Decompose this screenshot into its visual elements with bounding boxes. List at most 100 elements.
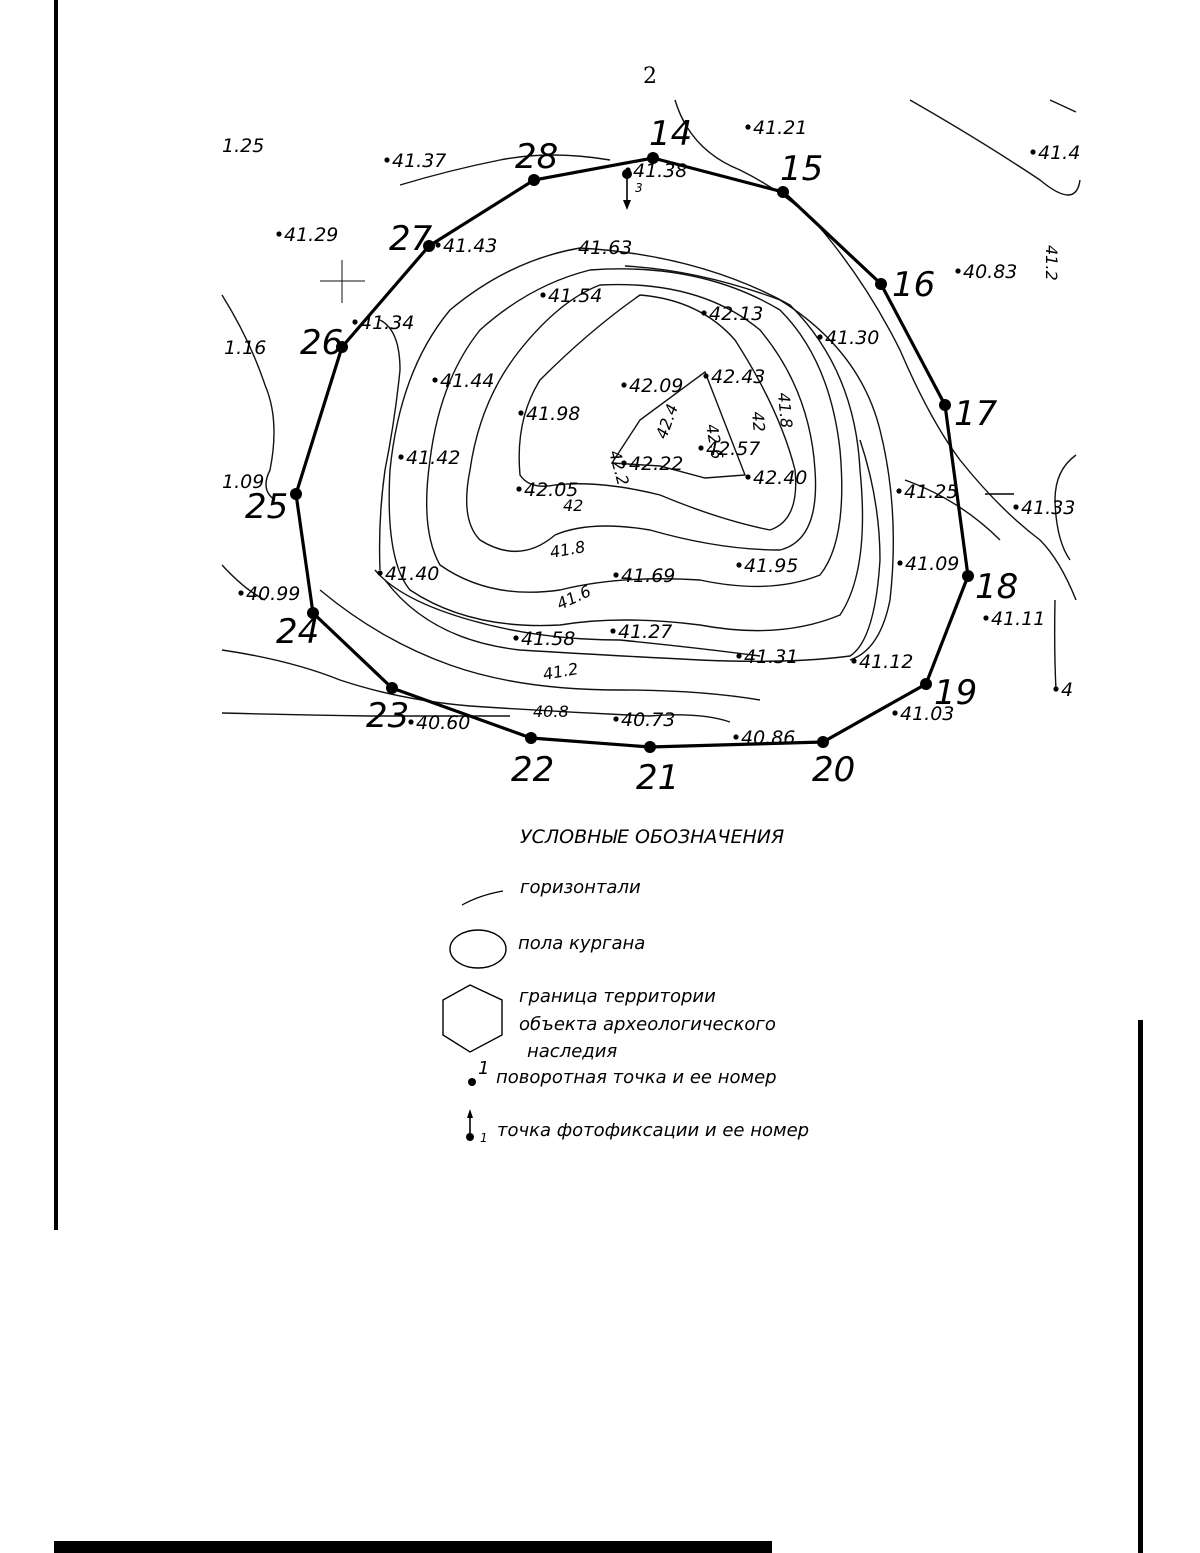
legend-mound: пола кургана [518,933,645,954]
contour-label: 41.2 [1042,245,1061,281]
spot-height-label: 41.43 [443,235,497,257]
turning-point-number: 28 [515,137,558,177]
spot-height-label: 41.63 [578,237,632,259]
spot-height-dot [701,310,707,316]
spot-height-label: 42.05 [524,479,578,501]
spot-height-label: 1.16 [224,337,266,359]
legend: УСЛОВНЫЕ ОБОЗНАЧЕНИЯ горизонтали пола ку… [442,826,809,1145]
turning-point-number: 25 [245,487,288,527]
turning-point-marker [939,399,951,411]
spot-height-label: 41.54 [548,285,602,307]
contour-line [425,268,843,593]
spot-height-label: 42.22 [629,453,683,475]
spot-height-label: 1.09 [222,471,264,493]
spot-height-label: 41.4 [1038,142,1080,164]
turning-point-marker [386,682,398,694]
bottom-scan-edge [54,1541,772,1553]
spot-height-dot [408,719,414,725]
turning-point-marker [647,152,659,164]
turning-point-number: 20 [812,750,855,790]
contour-symbol-icon [461,890,504,906]
heritage-boundary [294,156,970,749]
legend-photo: точка фотофиксации и ее номер [497,1120,809,1141]
turning-point-number: 24 [276,612,319,652]
spot-height-label: 40.83 [963,261,1017,283]
spot-height-label: 41.12 [859,651,913,673]
spot-height-label: 41.40 [385,563,439,585]
spot-height-dot [745,124,751,130]
spot-height-dot [384,157,390,163]
spot-height-dot [377,570,383,576]
contour-line [384,439,881,663]
turning-point-marker [777,186,789,198]
spot-height-label: 42.13 [709,303,763,325]
spot-height-dot [435,242,441,248]
spot-height-label: 41.34 [360,312,414,334]
spot-height-dot [238,590,244,596]
contour-line [674,99,1077,601]
contour-line [221,564,266,601]
contour-lines [221,99,1081,723]
spot-height-dot [955,268,961,274]
contour-line [518,294,797,531]
turning-point-marker [528,174,540,186]
photo-point-number: 3 [635,181,643,195]
turning-point-number: 27 [389,219,433,259]
legend-turning-num: 1 [478,1058,489,1079]
spot-height-label: 41.30 [825,327,879,349]
turning-point-number: 15 [780,149,823,189]
spot-height-dot [276,231,282,237]
contour-line [399,154,611,186]
contour-label: 42 [563,496,583,515]
spot-height-label: 40.60 [416,712,470,734]
spot-height-label: 1.25 [222,135,264,157]
spot-height-dot [540,292,546,298]
spot-height-label: 41.09 [905,553,959,575]
spot-height-dot [625,167,631,173]
spot-height-dot [352,319,358,325]
turning-point-number: 26 [300,323,343,363]
contour-label: 40.8 [533,702,569,721]
left-scan-edge [54,0,58,1230]
spot-height-dot [613,572,619,578]
legend-boundary-line3: наследия [527,1041,617,1062]
mound-symbol-icon [449,929,507,969]
turning-point-marker [875,278,887,290]
contour-line [388,247,864,632]
turning-point-marker [290,488,302,500]
spot-height-dot [516,486,522,492]
contour-line [221,649,731,723]
page-number: 2 [643,64,657,89]
turning-point-marker [525,732,537,744]
spot-height-dot [733,734,739,740]
turning-point-number: 14 [649,114,692,154]
spot-height-dot [613,716,619,722]
spot-height-label: 40.86 [741,727,795,749]
turning-point-symbol-icon [468,1078,476,1086]
legend-turning: поворотная точка и ее номер [496,1067,777,1088]
spot-height-dot [621,382,627,388]
spot-height-label: 41.29 [284,224,338,246]
spot-height-label: 41.21 [753,117,807,139]
turning-point-marker [307,607,319,619]
spot-height-dot [736,653,742,659]
spot-height-label: 41.25 [904,481,958,503]
spot-height-dot [1030,149,1036,155]
turning-point-marker [336,341,348,353]
contour-label: 41.2 [541,659,579,684]
spot-height-dot [983,615,989,621]
spot-height-label: 41.42 [406,447,460,469]
turning-point-number: 23 [366,696,409,736]
turning-point-marker [817,736,829,748]
contour-line [465,283,817,552]
right-scan-edge [1138,1020,1143,1553]
contour-line [1053,599,1057,691]
turning-point-marker [644,741,656,753]
spot-height-dot [897,560,903,566]
turning-point-number: 16 [892,265,935,305]
spot-height-label: 41.58 [521,628,575,650]
spot-height-label: 4 [1061,679,1073,701]
